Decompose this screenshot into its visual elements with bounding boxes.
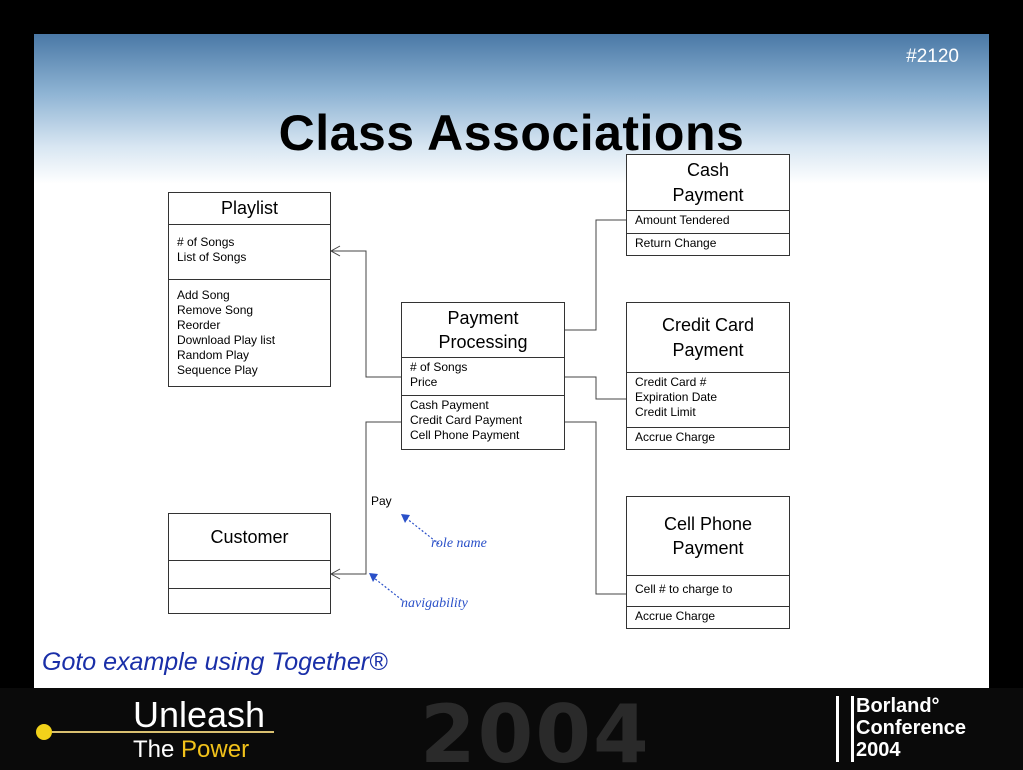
- year-watermark: 2004: [420, 688, 651, 770]
- class-cell-phone-payment-name: Cell Phone Payment: [627, 497, 789, 576]
- role-name-annotation: role name: [431, 536, 487, 551]
- operation: Random Play: [177, 348, 250, 362]
- class-payment-processing-operations: Cash Payment Credit Card Payment Cell Ph…: [402, 396, 564, 445]
- class-playlist-name: Playlist: [169, 193, 330, 225]
- class-cell-phone-payment[interactable]: Cell Phone Payment Cell # to charge to A…: [626, 496, 790, 629]
- class-name-line: Payment: [672, 184, 744, 205]
- conference-line1: Borland°: [856, 695, 940, 717]
- link-payment-to-cell: [565, 421, 626, 595]
- role-name-pointer: [405, 517, 440, 545]
- attribute: # of Songs: [410, 360, 468, 374]
- operation: Credit Card Payment: [410, 413, 523, 427]
- class-customer-name: Customer: [169, 514, 330, 561]
- slide-number: #2120: [906, 46, 959, 67]
- arrowhead-customer: [329, 568, 341, 580]
- navigability-arrow-icon: [369, 573, 378, 582]
- class-customer[interactable]: Customer: [168, 513, 331, 614]
- operation: Download Play list: [177, 333, 276, 347]
- conference-line3: 2004: [856, 739, 901, 761]
- class-playlist[interactable]: Playlist # of Songs List of Songs Add So…: [168, 192, 331, 387]
- class-name-line: Payment: [672, 538, 744, 558]
- class-cell-phone-payment-operations: Accrue Charge: [627, 607, 789, 626]
- attribute: Expiration Date: [635, 390, 718, 404]
- navigability-annotation: navigability: [401, 596, 468, 611]
- class-cash-payment-operations: Return Change: [627, 234, 789, 253]
- class-name-line: Processing: [438, 332, 528, 352]
- arrowhead-playlist: [329, 245, 341, 257]
- attribute: # of Songs: [177, 235, 235, 249]
- class-name-line: Cash: [686, 160, 730, 181]
- tagline-line2: The Power: [133, 736, 249, 764]
- class-name-line: Payment: [447, 307, 519, 328]
- bullet-dot-icon: [36, 724, 52, 740]
- slide-title: Class Associations: [278, 105, 745, 161]
- link-payment-to-playlist: [331, 250, 401, 378]
- role-name-arrow-icon: [401, 514, 410, 523]
- attribute: Amount Tendered: [635, 213, 730, 227]
- operation: Accrue Charge: [635, 609, 716, 623]
- link-payment-to-customer: [331, 421, 401, 575]
- class-customer-operations: [169, 589, 330, 613]
- operation: Accrue Charge: [635, 430, 716, 444]
- association-role-label: Pay: [371, 494, 392, 508]
- operation: Reorder: [177, 318, 221, 332]
- class-cash-payment-attributes: Amount Tendered: [627, 211, 789, 234]
- footer-bar: 2004 Unleash The Power Borland° Conferen…: [0, 688, 1023, 770]
- class-name-line: Credit Card: [661, 315, 755, 336]
- class-payment-processing[interactable]: Payment Processing # of Songs Price Cash…: [401, 302, 565, 450]
- class-cash-payment-name: Cash Payment: [627, 155, 789, 211]
- class-customer-attributes: [169, 561, 330, 589]
- operation: Remove Song: [177, 303, 254, 317]
- class-playlist-attributes: # of Songs List of Songs: [169, 225, 330, 280]
- link-payment-to-cash: [565, 219, 626, 331]
- borland-logo-icon: [836, 696, 854, 762]
- operation: Add Song: [177, 288, 230, 302]
- sky-background: [34, 34, 989, 184]
- attribute: Credit Limit: [635, 405, 696, 419]
- link-payment-to-credit: [565, 376, 626, 400]
- class-cell-phone-payment-attributes: Cell # to charge to: [627, 576, 789, 607]
- attribute: Cell # to charge to: [635, 582, 733, 596]
- navigability-pointer: [373, 577, 403, 601]
- class-payment-processing-name: Payment Processing: [402, 303, 564, 358]
- slide: #2120 Class Associations: [34, 34, 989, 688]
- class-credit-card-payment[interactable]: Credit Card Payment Credit Card # Expira…: [626, 302, 790, 450]
- class-name-line: Payment: [672, 339, 744, 360]
- association-lines: [329, 219, 626, 601]
- tagline-line1: Unleash: [133, 694, 266, 735]
- operation: Cell Phone Payment: [410, 428, 520, 442]
- class-credit-card-payment-attributes: Credit Card # Expiration Date Credit Lim…: [627, 373, 789, 428]
- class-payment-processing-attributes: # of Songs Price: [402, 358, 564, 396]
- operation: Return Change: [635, 236, 717, 250]
- tagline-prefix: The: [133, 736, 182, 763]
- class-credit-card-payment-operations: Accrue Charge: [627, 428, 789, 447]
- class-credit-card-payment-name: Credit Card Payment: [627, 303, 789, 373]
- footer-note: Goto example using Together®: [42, 648, 388, 676]
- conference-line2: Conference: [856, 717, 967, 739]
- class-playlist-operations: Add Song Remove Song Reorder Download Pl…: [169, 280, 330, 380]
- attribute: List of Songs: [177, 250, 247, 264]
- tagline-underline: [52, 731, 274, 733]
- operation: Cash Payment: [410, 398, 489, 412]
- tagline-highlight: Power: [181, 736, 250, 763]
- class-cash-payment[interactable]: Cash Payment Amount Tendered Return Chan…: [626, 154, 790, 256]
- operation: Sequence Play: [177, 363, 258, 377]
- attribute: Price: [410, 375, 438, 389]
- attribute: Credit Card #: [635, 375, 707, 389]
- class-name-line: Cell Phone: [663, 513, 753, 534]
